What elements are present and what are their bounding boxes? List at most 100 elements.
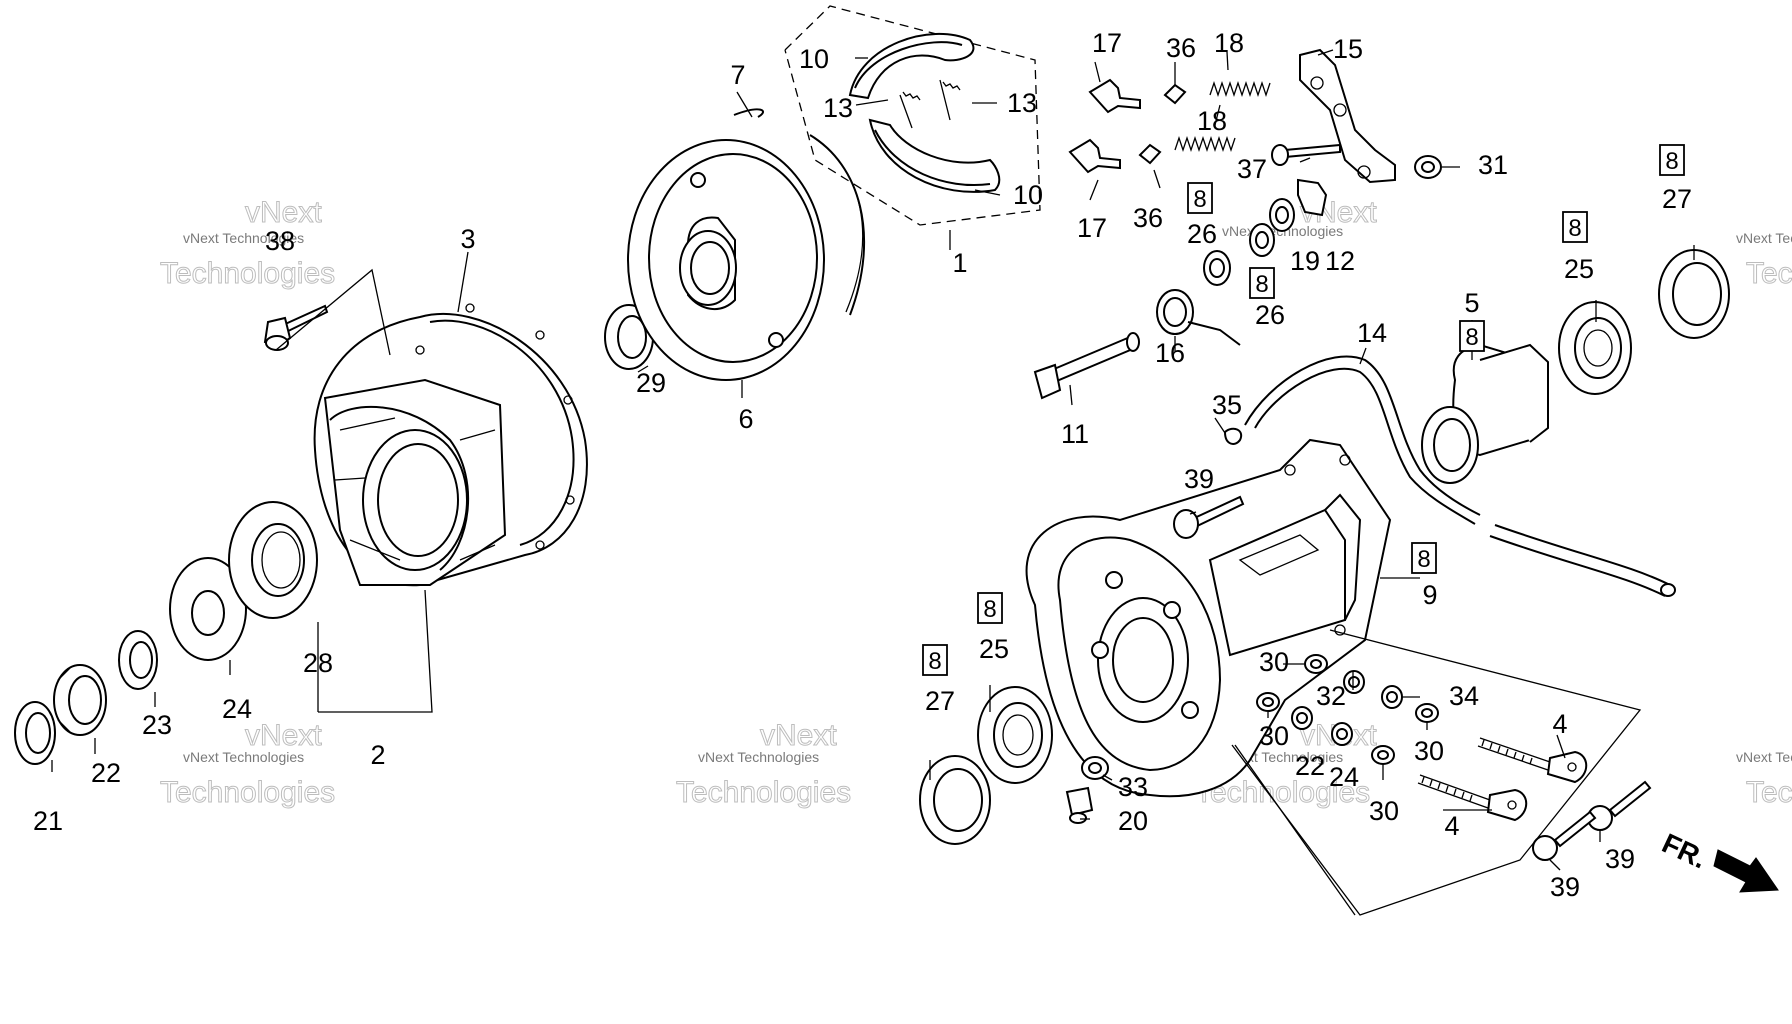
label-31: 31 — [1478, 150, 1508, 180]
label-20: 20 — [1118, 806, 1148, 836]
nut-30d — [1371, 745, 1395, 765]
label-12: 12 — [1325, 246, 1355, 276]
svg-text:Technologies: Technologies — [1746, 257, 1792, 290]
svg-text:vNext Technologies: vNext Technologies — [183, 749, 304, 765]
collar-36b — [1138, 143, 1162, 165]
seal-26b — [1249, 223, 1275, 257]
svg-text:vNext Technologies: vNext Technologies — [1736, 230, 1792, 246]
label-19: 19 — [1290, 246, 1320, 276]
washer-19 — [1269, 198, 1295, 232]
indicator-12 — [1297, 178, 1328, 217]
box-8-f: 8 — [1411, 542, 1437, 574]
label-23: 23 — [142, 710, 172, 740]
label-30a: 30 — [1259, 647, 1289, 677]
box-8-e: 8 — [1459, 320, 1485, 352]
label-10b: 10 — [1013, 180, 1043, 210]
bolt-39-right — [1587, 780, 1652, 831]
thrust-washer-24 — [169, 557, 247, 661]
bolt-37 — [1271, 143, 1341, 166]
label-11: 11 — [1061, 419, 1089, 449]
label-22a: 22 — [91, 758, 121, 788]
washer-24b — [1331, 722, 1353, 746]
label-13a: 13 — [823, 93, 853, 123]
svg-text:8: 8 — [1665, 148, 1678, 175]
bearing-25-bottom — [977, 686, 1053, 784]
label-18a: 18 — [1214, 28, 1244, 58]
label-14: 14 — [1357, 318, 1387, 348]
label-10a: 10 — [799, 44, 829, 74]
lock-nut-21 — [14, 701, 56, 765]
label-33: 33 — [1118, 772, 1148, 802]
seal-26a — [1203, 250, 1231, 286]
front-arrow-icon — [1713, 849, 1779, 893]
label-25b: 25 — [979, 634, 1009, 664]
label-34: 34 — [1449, 681, 1479, 711]
svg-text:8: 8 — [1255, 271, 1268, 298]
label-1: 1 — [952, 248, 967, 278]
label-35: 35 — [1212, 390, 1242, 420]
oil-seal-27-top — [1658, 249, 1730, 339]
label-4b: 4 — [1444, 811, 1459, 841]
label-17b: 17 — [1077, 213, 1107, 243]
label-26b: 26 — [1255, 300, 1285, 330]
label-21: 21 — [33, 806, 63, 836]
adjuster-bolt-4b — [1417, 774, 1528, 822]
bearing-25-top — [1558, 301, 1632, 395]
brake-arm-17b — [1068, 138, 1121, 174]
label-25a: 25 — [1564, 254, 1594, 284]
svg-text:vNext: vNext — [245, 719, 322, 752]
label-38: 38 — [265, 226, 295, 256]
axle-housing-9 — [1025, 438, 1392, 798]
washer-33 — [1081, 756, 1109, 780]
front-label: FR. — [1657, 827, 1711, 874]
label-27a: 27 — [1662, 184, 1692, 214]
label-39a: 39 — [1184, 464, 1214, 494]
nut-30c — [1415, 703, 1439, 723]
part-labels: 38 3 2 21 22 23 24 28 7 29 6 1 10 10 13 … — [33, 28, 1692, 902]
label-9: 9 — [1422, 580, 1437, 610]
watermark-bottom-left: vNext Technologies vNext Technologies — [160, 719, 336, 810]
svg-text:vNext: vNext — [245, 196, 322, 229]
watermark-bottom-far-right: vNext Technologies Technologies — [1736, 749, 1792, 810]
hex-nut-22 — [53, 664, 107, 736]
label-32: 32 — [1316, 681, 1346, 711]
leader-lines — [51, 49, 1695, 871]
svg-text:vNext: vNext — [760, 719, 837, 752]
label-13b: 13 — [1007, 88, 1037, 118]
svg-text:Technologies: Technologies — [676, 776, 851, 809]
front-direction-indicator: FR. — [1657, 827, 1779, 893]
brake-cam-11 — [1033, 332, 1140, 400]
svg-text:8: 8 — [1465, 324, 1478, 351]
nut-31 — [1414, 155, 1442, 179]
nut-30b — [1256, 692, 1280, 712]
brake-arm-17a — [1088, 78, 1141, 114]
bracket-15 — [1299, 48, 1396, 184]
box-8-b: 8 — [1249, 267, 1275, 299]
label-2: 2 — [370, 740, 385, 770]
box-8-g: 8 — [977, 592, 1003, 624]
spring-ring-7 — [733, 108, 866, 316]
clip-35 — [1223, 427, 1243, 445]
svg-text:8: 8 — [1417, 546, 1430, 573]
spring-18a — [1209, 80, 1271, 98]
watermark-right-mid: vNext Technologies vNext — [1222, 196, 1378, 240]
return-spring-16 — [1156, 289, 1241, 346]
flange-bolt-38 — [263, 304, 329, 351]
drain-bolt-20 — [1065, 786, 1094, 824]
collar-36a — [1163, 83, 1187, 105]
oil-seal-28 — [228, 501, 318, 619]
washer-32 — [1343, 670, 1365, 694]
spring-18b — [1174, 135, 1236, 153]
label-39b: 39 — [1605, 844, 1635, 874]
box-8-d: 8 — [1562, 211, 1588, 243]
svg-text:8: 8 — [1568, 215, 1581, 242]
adjuster-bolt-4a — [1477, 737, 1588, 784]
svg-text:Technologies: Technologies — [160, 776, 335, 809]
brake-drum-3 — [313, 303, 588, 587]
label-22b: 22 — [1295, 751, 1325, 781]
label-24a: 24 — [222, 694, 252, 724]
box-8-h: 8 — [922, 644, 948, 676]
bolt-39-top — [1173, 495, 1245, 539]
label-16: 16 — [1155, 338, 1185, 368]
